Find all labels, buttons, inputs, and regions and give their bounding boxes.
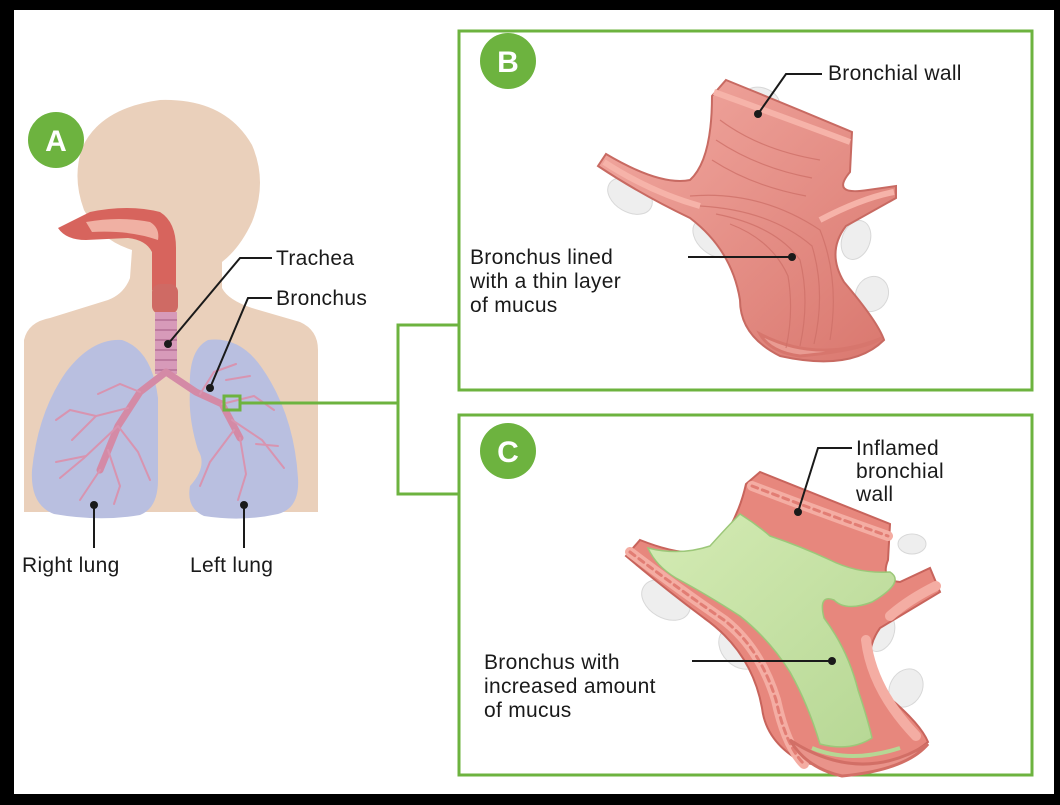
badge-a: A — [28, 112, 84, 168]
label-mucus-line2: with a thin layer — [469, 270, 621, 293]
panel-c: C Inflamed bronchial wall Bronchus with … — [459, 415, 1032, 776]
label-increased-line3: of mucus — [484, 699, 572, 722]
label-inflamed-line1: Inflamed — [856, 437, 939, 460]
larynx — [152, 284, 178, 314]
label-inflamed-line3: wall — [855, 483, 893, 506]
trachea-pointer-dot — [164, 340, 172, 348]
right-lung-pointer-dot — [90, 501, 98, 509]
label-bronchial-wall: Bronchial wall — [828, 62, 962, 85]
svg-text:C: C — [497, 436, 519, 469]
label-right-lung: Right lung — [22, 554, 120, 577]
label-increased-line1: Bronchus with — [484, 651, 620, 674]
svg-text:B: B — [497, 46, 519, 79]
bronchial-wall-pointer-dot — [754, 110, 762, 118]
mucus-pointer-dot-b — [788, 253, 796, 261]
label-mucus-line1: Bronchus lined — [470, 246, 613, 269]
bronchus-pointer-dot — [206, 384, 214, 392]
label-bronchus: Bronchus — [276, 287, 367, 310]
label-inflamed-line2: bronchial — [856, 460, 944, 483]
inflamed-wall-pointer-dot — [794, 508, 802, 516]
excess-mucus-pointer-dot — [828, 657, 836, 665]
panel-b: B Bronchial wall Bronchus lined with a t… — [459, 31, 1032, 390]
label-trachea: Trachea — [276, 247, 354, 270]
label-increased-line2: increased amount — [484, 675, 656, 698]
label-left-lung: Left lung — [190, 554, 273, 577]
badge-b: B — [480, 33, 536, 89]
badge-c: C — [480, 423, 536, 479]
left-lung-pointer-dot — [240, 501, 248, 509]
svg-text:A: A — [45, 125, 67, 158]
label-mucus-line3: of mucus — [470, 294, 558, 317]
